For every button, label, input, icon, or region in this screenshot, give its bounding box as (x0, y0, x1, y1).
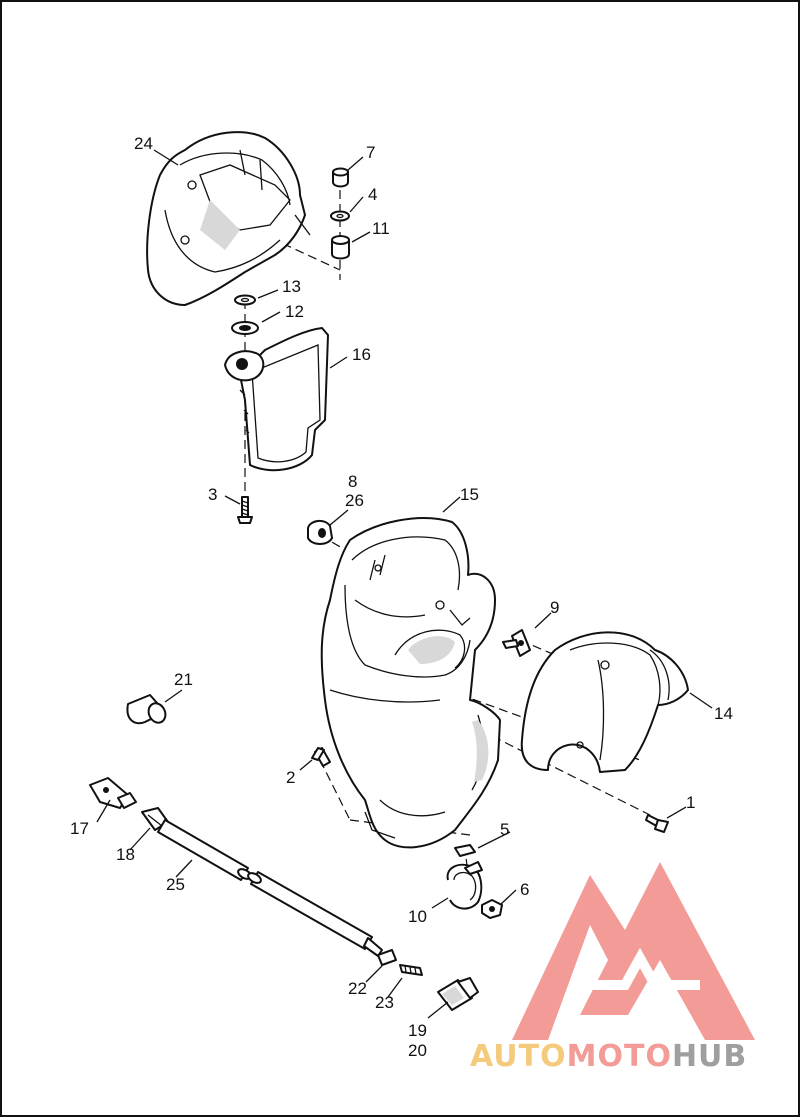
callout-9: 9 (550, 598, 559, 617)
part-17-upper-housing (146, 131, 311, 306)
part-1-screw (645, 814, 669, 833)
part-16-mount-stem (224, 327, 329, 472)
callout-16: 16 (352, 345, 371, 364)
watermark-word-1: AUTO (470, 1039, 567, 1074)
callout-2: 2 (286, 768, 295, 787)
part-4-washer (330, 210, 350, 222)
callout-20: 19 (408, 1021, 427, 1040)
callout-4: 4 (368, 185, 377, 204)
part-2-screw (311, 747, 331, 767)
part-14-cover (520, 631, 689, 773)
part-9-clip-bolt (502, 629, 531, 657)
callout-19: 18 (116, 845, 135, 864)
part-5-clip (454, 844, 476, 857)
callout-24: 21 (174, 670, 193, 689)
callout-26: 26 (345, 491, 364, 510)
callout-22: 22 (348, 979, 367, 998)
part-25-conduit (157, 819, 383, 957)
part-21-terminals (399, 964, 423, 976)
callout-17: 24 (134, 134, 153, 153)
part-12-grommet (231, 321, 259, 335)
part-6-nut (481, 899, 503, 919)
callout-10: 10 (408, 907, 427, 926)
watermark-logo-inner (585, 947, 700, 990)
part-15-lower-housing (320, 517, 501, 849)
part-24-grommet (126, 694, 167, 725)
watermark-logo: AUTOMOTOHUB (470, 862, 755, 1074)
callout-13: 13 (282, 277, 301, 296)
part-11-spacer (331, 235, 350, 260)
callout-12: 12 (285, 302, 304, 321)
callout-7: 7 (366, 143, 375, 162)
callout-8: 8 (348, 472, 357, 491)
callout-labels: 24 7 4 11 13 12 16 3 8 26 15 9 14 21 2 1… (70, 134, 733, 1060)
callout-25: 25 (166, 875, 185, 894)
watermark-word-3: HUB (672, 1039, 747, 1074)
leader-lines (96, 149, 713, 1019)
watermark-text: AUTOMOTOHUB (470, 1039, 747, 1074)
callout-18: 17 (70, 819, 89, 838)
watermark-logo-mark (512, 862, 755, 1040)
callout-21: 23 (375, 993, 394, 1012)
watermark-word-2: MOTO (567, 1039, 672, 1074)
part-18-connector (89, 777, 137, 809)
callout-5: 5 (500, 820, 509, 839)
callout-11: 11 (372, 219, 390, 238)
callout-6: 6 (520, 880, 529, 899)
part-8-26-grommet (307, 520, 333, 545)
callout-1: 1 (686, 793, 695, 812)
part-13-washer (234, 294, 256, 306)
part-22-ferrule (377, 949, 397, 966)
callout-14: 14 (714, 704, 733, 723)
callout-23: 20 (408, 1041, 427, 1060)
part-7-bushing (332, 167, 349, 188)
callout-15: 15 (460, 485, 479, 504)
part-3-screw (237, 496, 253, 524)
callout-3: 3 (208, 485, 217, 504)
part-10-cable-strap (446, 861, 483, 910)
